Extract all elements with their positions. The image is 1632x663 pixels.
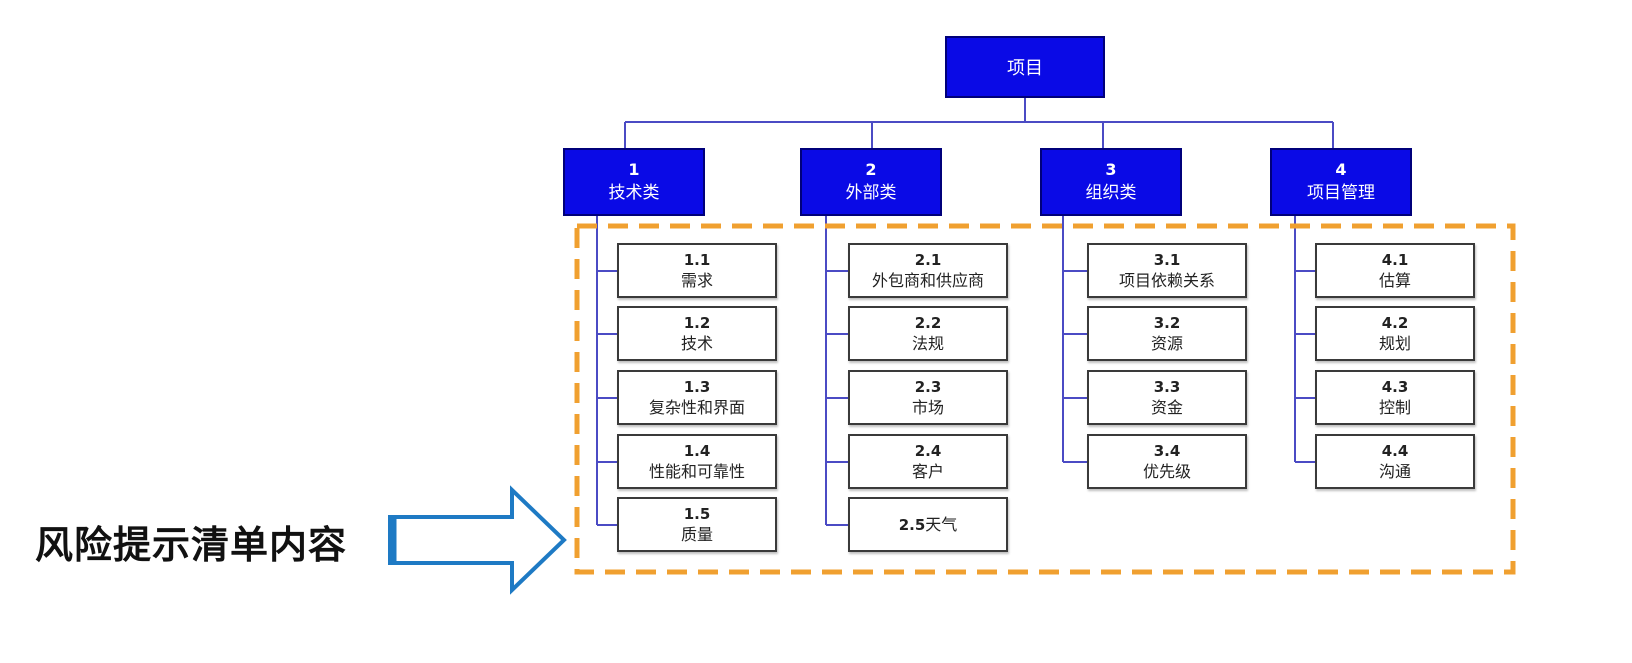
risk-item-number: 1.1 (683, 250, 711, 269)
risk-item-number: 1.3 (683, 377, 711, 396)
risk-item-label: 估算 (1378, 270, 1411, 290)
risk-item-label: 需求 (680, 270, 713, 290)
root-label: 项目 (1007, 58, 1043, 79)
risk-item-label: 控制 (1378, 397, 1411, 417)
risk-item-label: 资源 (1150, 333, 1183, 353)
risk-item-label: 客户 (911, 461, 944, 481)
risk-item-node: 3.4 优先级 (1087, 434, 1247, 489)
right-arrow-shape (388, 485, 567, 595)
risk-item-node: 4.4 沟通 (1315, 434, 1475, 489)
category-label: 项目管理 (1307, 183, 1375, 203)
category-number: 2 (865, 160, 877, 179)
category-node: 2 外部类 (800, 148, 942, 216)
category-node: 1 技术类 (563, 148, 705, 216)
risk-item-node: 3.2 资源 (1087, 306, 1247, 361)
risk-item-node: 2.5 天气 (848, 497, 1008, 552)
risk-item-label: 天气 (925, 514, 958, 534)
risk-item-number: 2.1 (914, 250, 942, 269)
category-label: 外部类 (845, 183, 897, 203)
risk-item-number: 1.5 (683, 504, 711, 523)
risk-item-label: 技术 (680, 333, 713, 353)
risk-item-label: 法规 (911, 333, 944, 353)
risk-item-number: 4.1 (1381, 250, 1409, 269)
risk-item-label: 外包商和供应商 (871, 270, 984, 290)
risk-item-node: 1.2 技术 (617, 306, 777, 361)
risk-item-node: 1.4 性能和可靠性 (617, 434, 777, 489)
risk-item-label: 沟通 (1378, 461, 1411, 481)
risk-item-number: 3.1 (1153, 250, 1181, 269)
risk-item-inline-row: 2.5 天气 (899, 514, 958, 536)
risk-item-label: 性能和可靠性 (648, 461, 745, 481)
category-label: 技术类 (608, 183, 660, 203)
risk-item-number: 2.4 (914, 441, 942, 460)
risk-item-node: 4.3 控制 (1315, 370, 1475, 425)
category-node: 3 组织类 (1040, 148, 1182, 216)
risk-item-number: 1.2 (683, 313, 711, 332)
risk-item-number: 3.2 (1153, 313, 1181, 332)
risk-item-number: 3.4 (1153, 441, 1181, 460)
risk-item-node: 1.3 复杂性和界面 (617, 370, 777, 425)
arrow-outline (388, 485, 567, 595)
category-number: 1 (628, 160, 640, 179)
risk-item-number: 3.3 (1153, 377, 1181, 396)
category-label: 组织类 (1085, 183, 1137, 203)
risk-item-label: 资金 (1150, 397, 1183, 417)
risk-item-number: 4.4 (1381, 441, 1409, 460)
risk-item-label: 市场 (911, 397, 944, 417)
risk-item-label: 复杂性和界面 (648, 397, 745, 417)
risk-item-node: 2.3 市场 (848, 370, 1008, 425)
risk-item-number: 1.4 (683, 441, 711, 460)
risk-item-node: 3.1 项目依赖关系 (1087, 243, 1247, 298)
root-node: 项目 (945, 36, 1105, 98)
risk-item-label: 质量 (680, 524, 713, 544)
callout-label: 风险提示清单内容 (35, 523, 348, 567)
risk-item-number: 2.5 (898, 515, 926, 534)
risk-item-number: 2.2 (914, 313, 942, 332)
risk-item-node: 1.1 需求 (617, 243, 777, 298)
risk-item-node: 2.2 法规 (848, 306, 1008, 361)
risk-item-node: 2.4 客户 (848, 434, 1008, 489)
risk-item-label: 规划 (1378, 333, 1411, 353)
risk-item-number: 4.2 (1381, 313, 1409, 332)
risk-item-node: 3.3 资金 (1087, 370, 1247, 425)
category-number: 4 (1335, 160, 1347, 179)
risk-item-node: 1.5 质量 (617, 497, 777, 552)
category-number: 3 (1105, 160, 1117, 179)
risk-item-node: 4.1 估算 (1315, 243, 1475, 298)
risk-item-label: 项目依赖关系 (1118, 270, 1215, 290)
category-node: 4 项目管理 (1270, 148, 1412, 216)
highlight-dashed-box (574, 223, 1516, 575)
risk-item-node: 2.1 外包商和供应商 (848, 243, 1008, 298)
risk-item-number: 2.3 (914, 377, 942, 396)
risk-item-node: 4.2 规划 (1315, 306, 1475, 361)
risk-item-label: 优先级 (1142, 461, 1191, 481)
risk-item-number: 4.3 (1381, 377, 1409, 396)
